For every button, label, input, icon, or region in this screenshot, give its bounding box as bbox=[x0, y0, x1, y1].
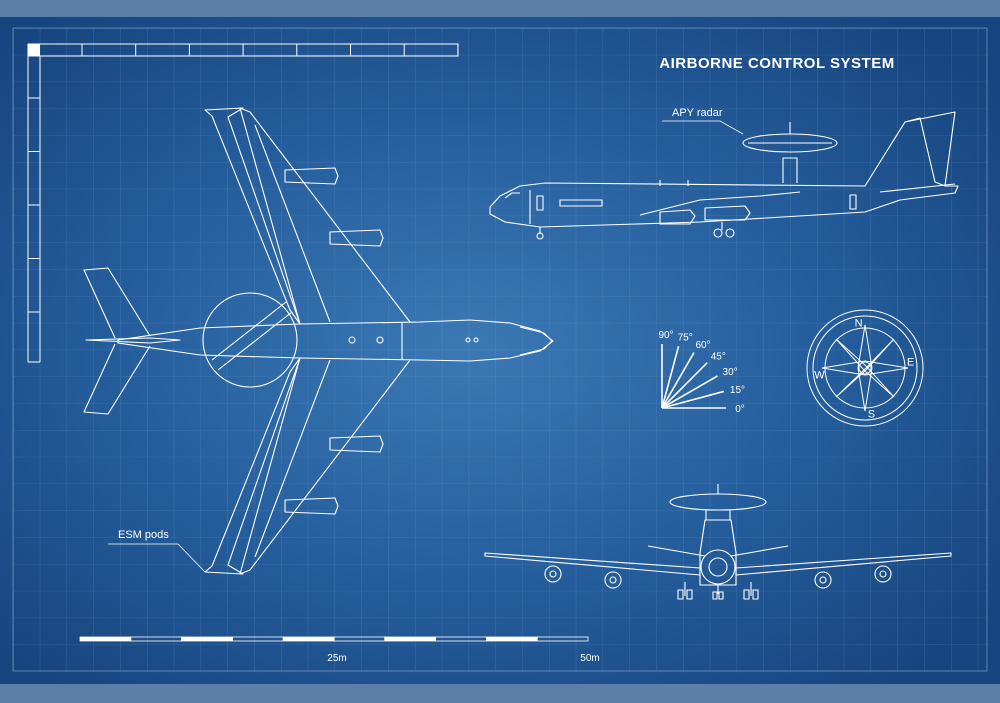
angle-label: 45° bbox=[711, 352, 726, 363]
angle-ray bbox=[661, 345, 680, 409]
angle-ray bbox=[661, 390, 725, 409]
scale-segment bbox=[536, 636, 589, 642]
angle-ray bbox=[661, 362, 708, 409]
aircraft-front-view bbox=[484, 484, 952, 600]
compass-letter: N bbox=[855, 317, 863, 329]
ruler-corner bbox=[28, 44, 40, 56]
scale-bar: 25m 50m bbox=[79, 636, 600, 664]
compass-letter: S bbox=[868, 409, 875, 421]
angle-label: 0° bbox=[735, 404, 745, 415]
scale-segment bbox=[384, 636, 436, 642]
ruler-marks bbox=[27, 43, 459, 363]
scale-segment bbox=[282, 636, 335, 642]
angle-ray bbox=[661, 375, 718, 409]
compass-rose: N E S W bbox=[806, 309, 924, 427]
scale-segment bbox=[79, 636, 132, 642]
scale-segment bbox=[485, 636, 538, 642]
radar-label: APY radar bbox=[672, 107, 723, 119]
esm-callout: ESM pods bbox=[108, 529, 206, 573]
scale-label-25m: 25m bbox=[327, 653, 346, 664]
radar-callout: APY radar bbox=[662, 107, 744, 135]
esm-label: ESM pods bbox=[118, 529, 169, 541]
angle-label: 90° bbox=[658, 330, 673, 341]
compass-letter: E bbox=[907, 357, 914, 369]
aircraft-side-view bbox=[489, 111, 959, 240]
diagram-title: AIRBORNE CONTROL SYSTEM bbox=[659, 55, 894, 72]
angle-label: 75° bbox=[678, 333, 693, 344]
angle-label: 60° bbox=[695, 340, 710, 351]
angle-label: 15° bbox=[730, 385, 745, 396]
compass-letter: W bbox=[814, 369, 825, 381]
angle-gauge: 90° 75°60°45° 30° 15° 0° bbox=[658, 330, 745, 415]
angle-label: 30° bbox=[723, 367, 738, 378]
scale-label-50m: 50m bbox=[580, 653, 599, 664]
angle-ray bbox=[661, 352, 695, 409]
scale-segment bbox=[181, 636, 233, 642]
